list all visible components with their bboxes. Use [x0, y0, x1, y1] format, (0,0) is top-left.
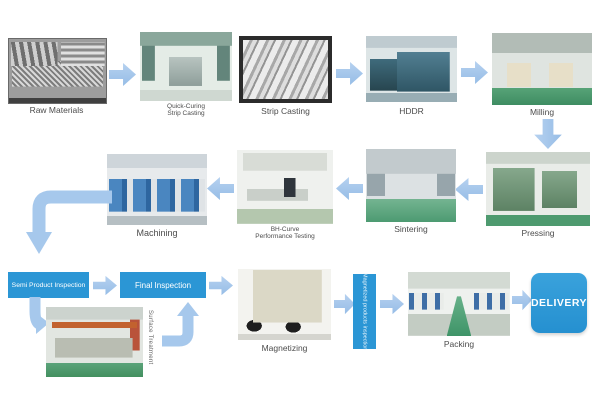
quick-curing-strip-casting-photo — [140, 32, 232, 101]
arrow-stripcast-to-hddr-icon — [336, 62, 363, 85]
strip-casting-label: Strip Casting — [261, 106, 310, 116]
milling-photo — [492, 33, 592, 105]
arrow-raw-to-quickcure-icon — [109, 63, 136, 86]
sintering-photo — [366, 149, 456, 222]
pressing-photo — [486, 152, 590, 226]
hddr-photo — [366, 36, 457, 102]
arrow-hddr-to-milling-icon — [461, 61, 488, 84]
arrow-semi-to-surface-treatment-icon — [29, 297, 49, 334]
arrow-machining-to-semi-inspection-icon — [26, 190, 112, 254]
bh-curve-label: BH-Curve Performance Testing — [255, 226, 315, 241]
sintering-label: Sintering — [394, 224, 428, 234]
raw-materials-label: Raw Materials — [29, 105, 84, 115]
magnetized-products-inspection-box: Magnetized products inspection — [353, 273, 376, 350]
machining-photo — [107, 154, 207, 225]
arrow-inspection-to-packing-icon — [380, 293, 404, 315]
packing-label: Packing — [443, 339, 475, 349]
magnetizing-photo — [238, 269, 331, 340]
pressing-label: Pressing — [521, 228, 555, 238]
arrow-bhtest-to-machining-icon — [207, 177, 234, 200]
arrow-magnetizing-to-inspection-icon — [334, 293, 355, 315]
semi-product-inspection-box: Semi Product Inspection — [8, 272, 89, 298]
strip-casting-photo — [239, 36, 332, 103]
bh-curve-testing-photo — [237, 150, 333, 224]
arrow-surface-treatment-to-final-icon — [162, 302, 199, 347]
milling-label: Milling — [529, 107, 555, 117]
arrow-final-to-magnetizing-icon — [209, 275, 233, 296]
hddr-label: HDDR — [399, 106, 424, 116]
magnetizing-label: Magnetizing — [261, 343, 308, 353]
packing-photo — [408, 272, 510, 336]
arrow-sintering-to-bhtest-icon — [336, 177, 363, 200]
surface-treatment-label: Surface Treatment — [147, 310, 153, 365]
quick-curing-label: Quick-Curing Strip Casting — [167, 103, 205, 118]
arrow-milling-to-pressing-icon — [534, 119, 562, 149]
arrow-semi-to-final-icon — [93, 275, 117, 296]
raw-materials-photo — [8, 38, 107, 104]
final-inspection-box: Final Inspection — [120, 272, 206, 298]
surface-treatment-photo — [46, 307, 143, 377]
arrow-packing-to-delivery-icon — [512, 289, 532, 311]
machining-label: Machining — [136, 228, 178, 238]
delivery-box: DELIVERY — [531, 273, 587, 333]
arrow-pressing-to-sintering-icon — [455, 178, 483, 201]
